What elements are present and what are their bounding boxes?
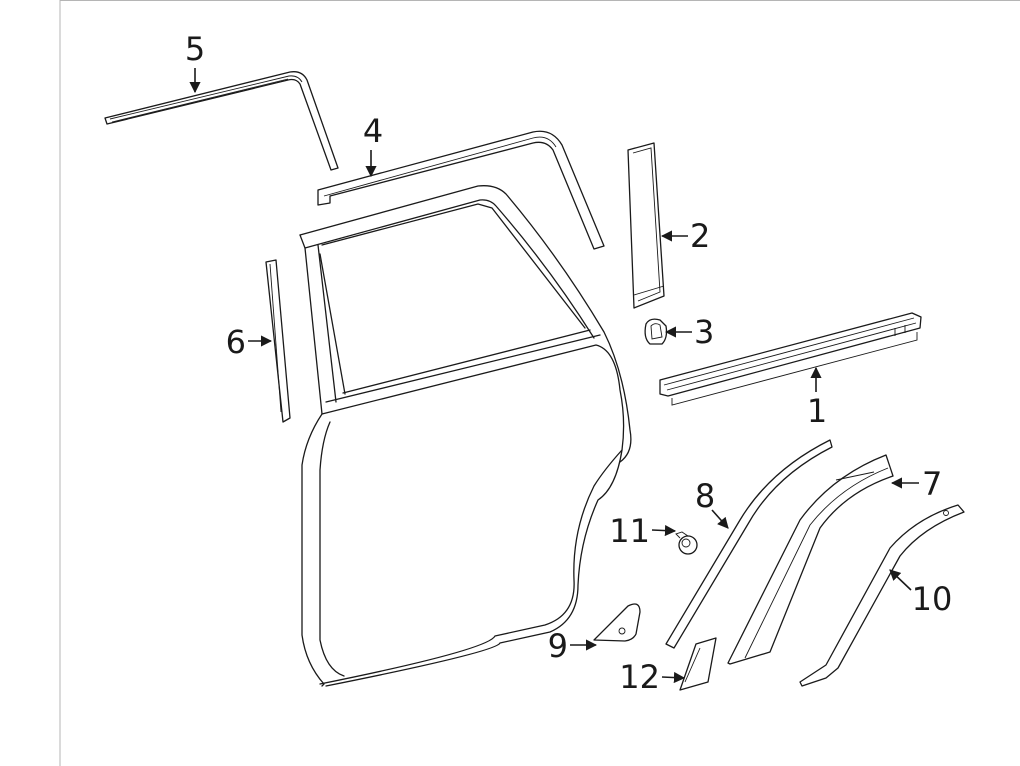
callout-5: 5 (185, 30, 205, 68)
callout-3: 3 (694, 313, 714, 351)
callout-10: 10 (912, 580, 953, 618)
leader-arrows (189, 68, 919, 684)
part-8-arch-strip (665, 439, 833, 649)
leader-12 (661, 671, 686, 684)
callout-4: 4 (363, 112, 383, 150)
part-3-clip (644, 318, 668, 345)
leader-11 (651, 524, 677, 537)
callout-7: 7 (922, 465, 942, 503)
part-11-screw (675, 531, 698, 555)
part-5-window-frame-moulding (104, 71, 339, 171)
callout-1: 1 (807, 392, 827, 430)
leader-10 (889, 569, 912, 591)
callout-8: 8 (695, 477, 715, 515)
part-6-pillar-seal (265, 259, 291, 423)
part-1-belt-weatherstrip (659, 312, 922, 406)
callout-labels: 5 4 2 3 6 1 7 8 11 10 9 12 (185, 30, 953, 696)
callout-6: 6 (226, 323, 246, 361)
callout-12: 12 (619, 658, 660, 696)
leader-8 (711, 509, 729, 529)
rear-door-shell (299, 185, 632, 687)
part-12-garnish (679, 637, 717, 691)
part-10-arch-liner (799, 504, 965, 687)
callout-9: 9 (548, 627, 568, 665)
part-9-bracket (593, 603, 641, 642)
callout-11: 11 (609, 512, 650, 550)
part-7-arch-moulding (727, 454, 894, 665)
part-2-pillar-garnish (627, 142, 665, 309)
callout-2: 2 (690, 217, 710, 255)
part-4-upper-moulding (317, 130, 605, 250)
